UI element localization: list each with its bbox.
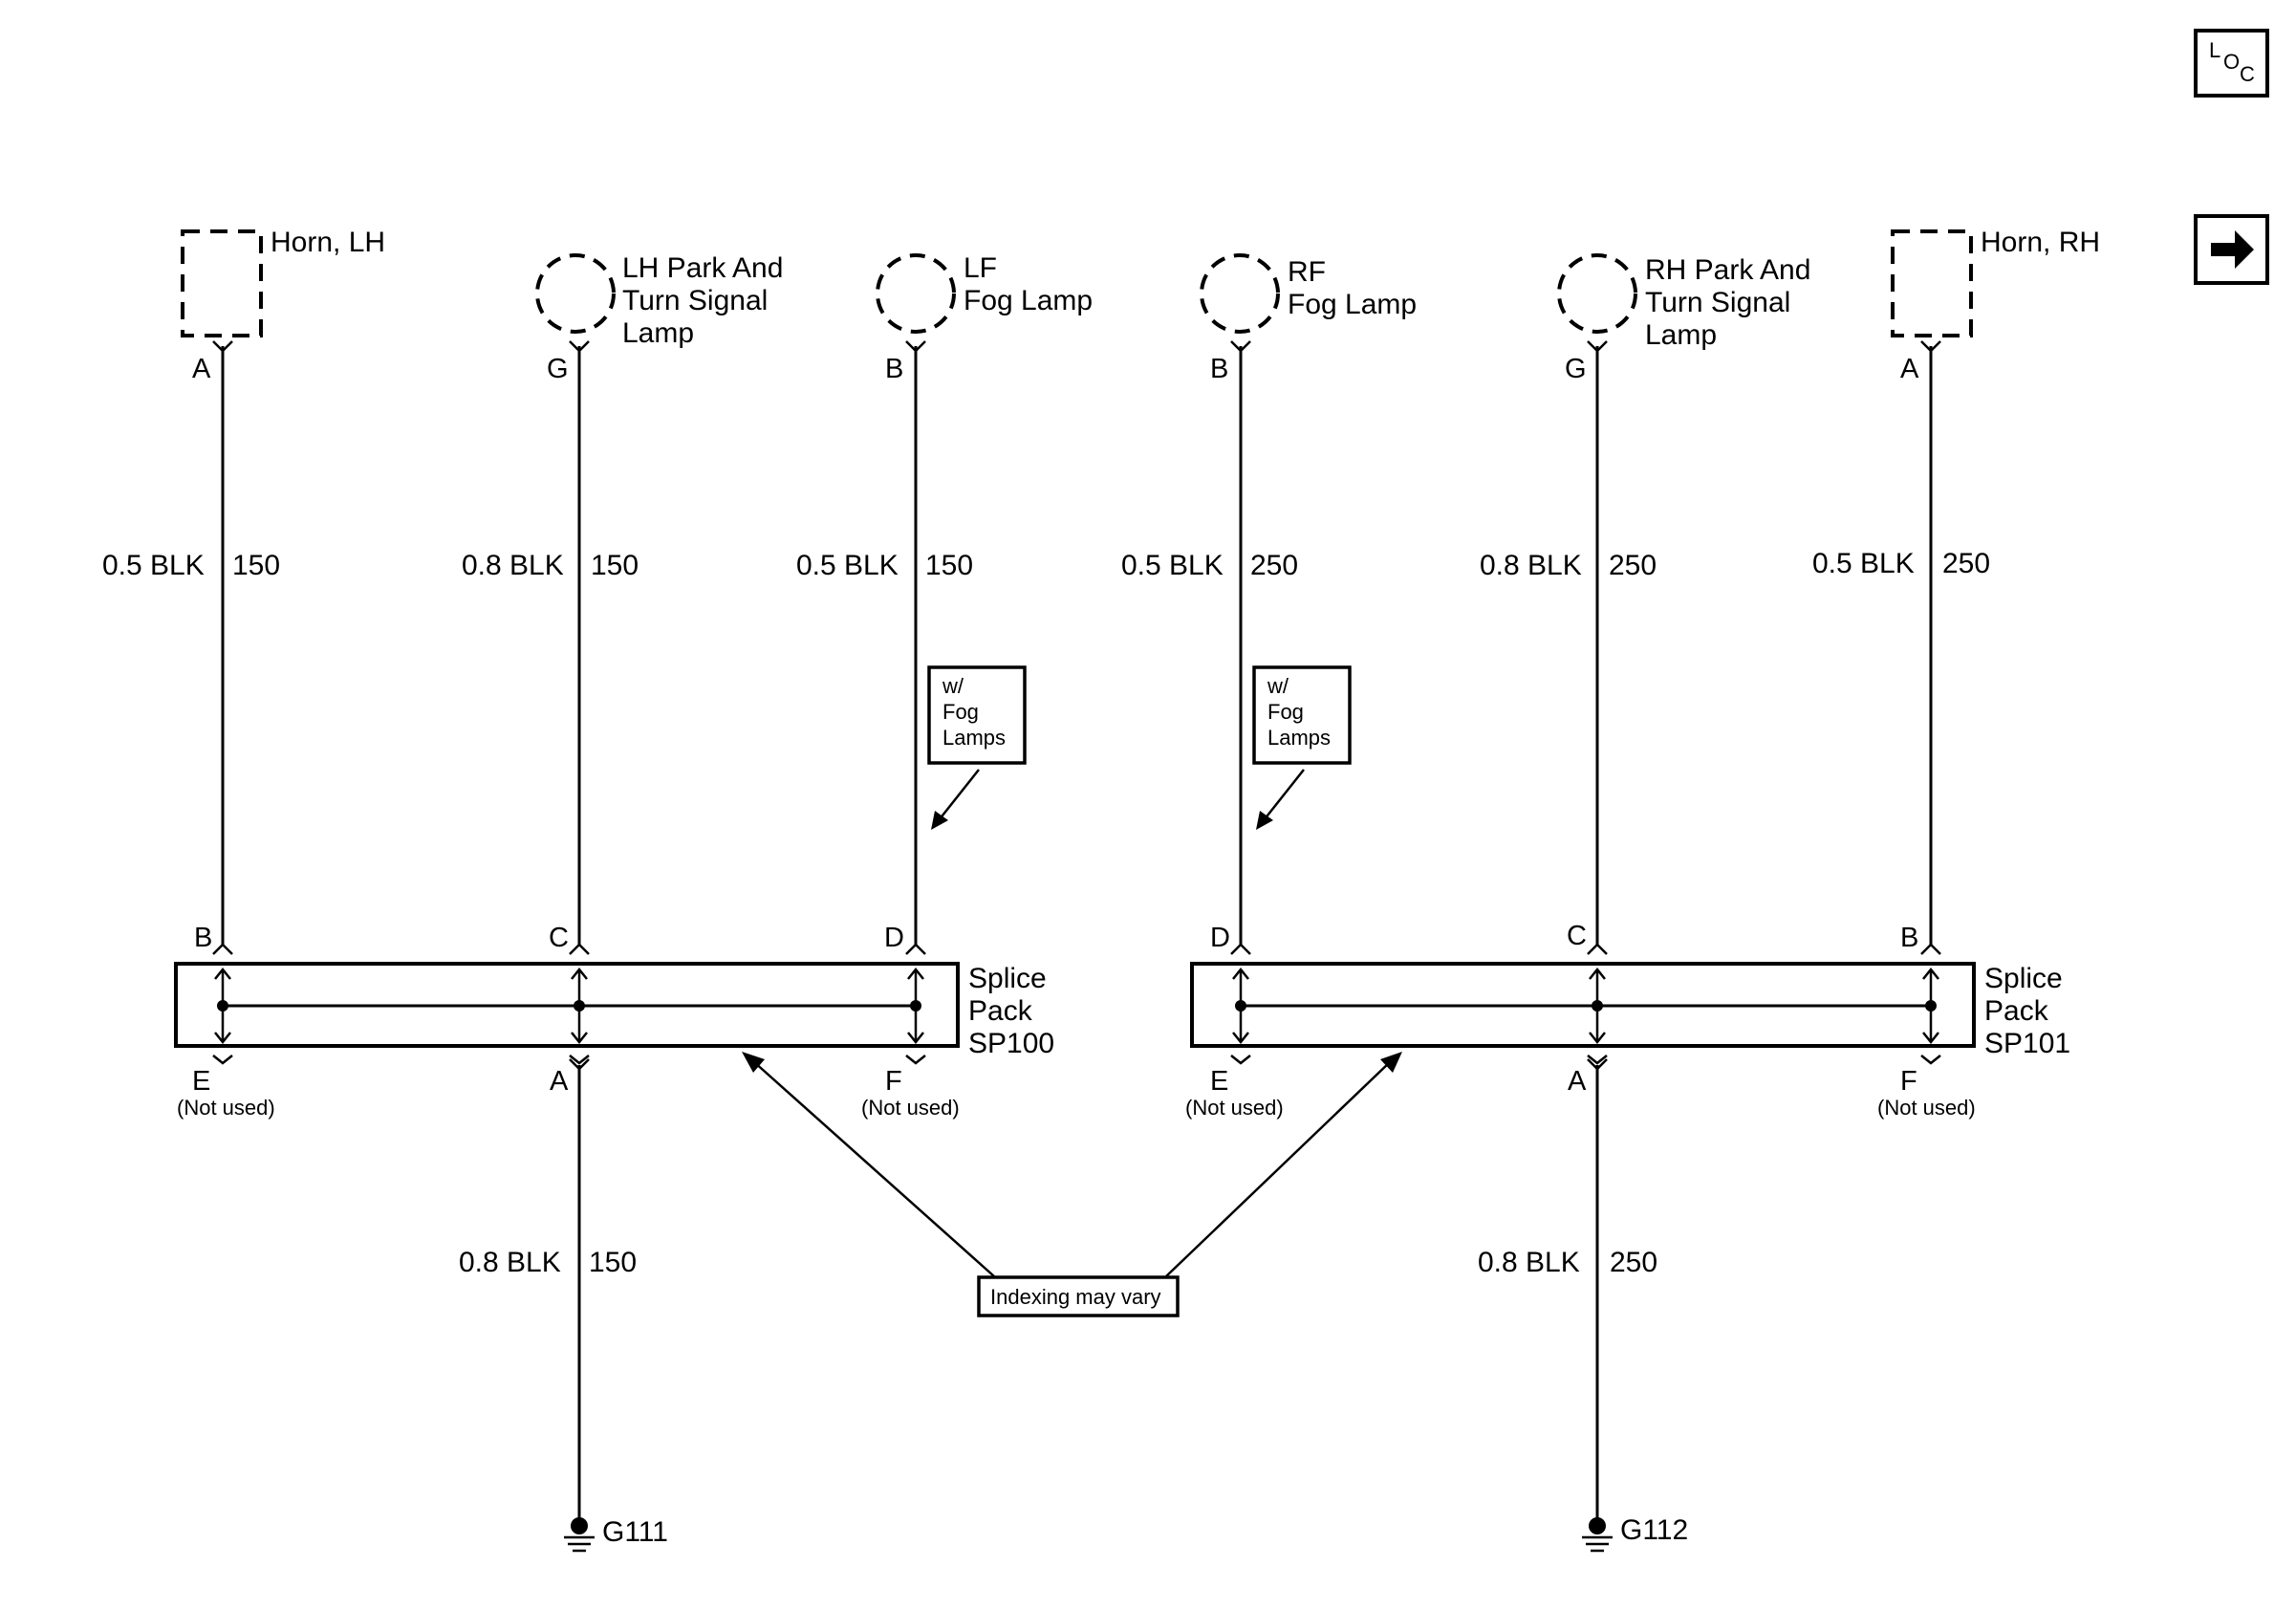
wire-lh-park: G 0.8 BLK 150 (462, 340, 639, 955)
svg-text:Lamps: Lamps (1267, 726, 1331, 750)
svg-text:Pack: Pack (1984, 995, 2049, 1027)
ground-wire-right: 0.8 BLK 250 (1478, 1058, 1657, 1520)
splice-pack-sp100: B C D Splice Pack SP100 E A F (Not used)… (174, 923, 1054, 1120)
svg-text:Fog Lamp: Fog Lamp (964, 285, 1093, 316)
rh-park-turn-lamp-component: RH Park And Turn Signal Lamp (1557, 253, 1810, 351)
svg-text:A: A (550, 1066, 569, 1097)
svg-text:150: 150 (925, 550, 973, 581)
horn-lh-component: Horn, LH (181, 227, 385, 337)
svg-text:Lamp: Lamp (622, 317, 694, 349)
svg-text:E: E (192, 1066, 210, 1097)
svg-text:E: E (1210, 1066, 1228, 1097)
svg-text:B: B (1210, 354, 1228, 384)
svg-text:150: 150 (589, 1247, 637, 1278)
svg-text:RF: RF (1288, 256, 1326, 288)
svg-text:250: 250 (1610, 1247, 1657, 1278)
svg-text:0.8 BLK: 0.8 BLK (1478, 1247, 1580, 1278)
fog-option-note-right: w/ Fog Lamps (1252, 665, 1352, 830)
svg-text:(Not used): (Not used) (861, 1096, 960, 1120)
horn-lh-label: Horn, LH (271, 227, 385, 258)
horn-rh-component: Horn, RH (1891, 227, 2100, 337)
svg-text:Pack: Pack (968, 995, 1033, 1027)
wire-rf-fog: B 0.5 BLK 250 (1121, 340, 1298, 955)
svg-text:O: O (2223, 50, 2240, 74)
svg-text:250: 250 (1942, 548, 1990, 579)
svg-text:Lamps: Lamps (942, 726, 1006, 750)
wire-horn-lh: A 0.5 BLK 150 (102, 340, 280, 955)
loc-icon[interactable]: L O C (2194, 29, 2269, 98)
svg-text:0.8 BLK: 0.8 BLK (462, 550, 564, 581)
splice-pack-sp101: D C B Splice Pack SP101 E A F (Not used)… (1185, 921, 2070, 1120)
svg-text:B: B (1900, 923, 1918, 953)
svg-text:0.5 BLK: 0.5 BLK (102, 550, 205, 581)
svg-text:250: 250 (1609, 550, 1657, 581)
svg-text:D: D (884, 923, 904, 953)
ground-g111-label: G111 (602, 1516, 668, 1548)
svg-text:w/: w/ (942, 674, 964, 698)
svg-text:SP101: SP101 (1984, 1028, 2070, 1059)
ground-wire-left: 0.8 BLK 150 (459, 1058, 637, 1520)
right-arrow-icon[interactable] (2194, 214, 2269, 285)
svg-text:B: B (194, 923, 212, 953)
svg-text:F: F (885, 1066, 902, 1097)
svg-text:0.8 BLK: 0.8 BLK (459, 1247, 561, 1278)
svg-text:SP100: SP100 (968, 1028, 1054, 1059)
indexing-note: Indexing may vary (742, 1052, 1402, 1317)
svg-text:G: G (547, 354, 569, 384)
svg-text:B: B (885, 354, 903, 384)
svg-text:150: 150 (591, 550, 639, 581)
indexing-note-label: Indexing may vary (990, 1285, 1161, 1309)
horn-rh-label: Horn, RH (1981, 227, 2100, 258)
svg-text:w/: w/ (1267, 674, 1289, 698)
svg-text:C: C (2240, 62, 2255, 86)
svg-text:LF: LF (964, 252, 997, 284)
wire-rh-park: G 0.8 BLK 250 (1480, 340, 1657, 955)
svg-text:F: F (1900, 1066, 1917, 1097)
svg-text:(Not used): (Not used) (1185, 1096, 1284, 1120)
svg-text:C: C (549, 923, 569, 953)
ground-g112-label: G112 (1620, 1514, 1688, 1546)
ground-g111: G111 (564, 1516, 668, 1553)
svg-text:A: A (1900, 354, 1919, 384)
svg-text:250: 250 (1250, 550, 1298, 581)
svg-text:Fog Lamp: Fog Lamp (1288, 289, 1417, 320)
wire-lf-fog: B 0.5 BLK 150 (796, 340, 973, 955)
svg-text:0.8 BLK: 0.8 BLK (1480, 550, 1582, 581)
svg-text:C: C (1567, 921, 1587, 951)
svg-text:(Not used): (Not used) (1877, 1096, 1976, 1120)
svg-text:Splice: Splice (1984, 963, 2063, 994)
ground-g112: G112 (1582, 1514, 1688, 1553)
lh-park-turn-lamp-component: LH Park And Turn Signal Lamp (535, 252, 783, 349)
svg-text:L: L (2209, 38, 2220, 62)
svg-text:D: D (1210, 923, 1230, 953)
svg-text:0.5 BLK: 0.5 BLK (796, 550, 899, 581)
svg-text:G: G (1565, 354, 1587, 384)
lf-fog-lamp-component: LF Fog Lamp (876, 252, 1093, 334)
svg-text:A: A (1568, 1066, 1587, 1097)
svg-text:0.5 BLK: 0.5 BLK (1812, 548, 1915, 579)
svg-text:0.5 BLK: 0.5 BLK (1121, 550, 1224, 581)
svg-text:A: A (192, 354, 211, 384)
svg-text:Fog: Fog (942, 700, 979, 724)
svg-text:Splice: Splice (968, 963, 1047, 994)
svg-text:Lamp: Lamp (1645, 319, 1717, 351)
wire-horn-rh: A 0.5 BLK 250 (1812, 340, 1990, 955)
rf-fog-lamp-component: RF Fog Lamp (1200, 253, 1417, 334)
svg-text:Fog: Fog (1267, 700, 1304, 724)
svg-text:LH Park And: LH Park And (622, 252, 783, 284)
svg-text:RH Park And: RH Park And (1645, 254, 1810, 286)
fog-option-note-left: w/ Fog Lamps (927, 665, 1027, 830)
svg-text:Turn Signal: Turn Signal (1645, 287, 1790, 318)
svg-text:Turn Signal: Turn Signal (622, 285, 768, 316)
svg-text:150: 150 (232, 550, 280, 581)
svg-text:(Not used): (Not used) (177, 1096, 275, 1120)
